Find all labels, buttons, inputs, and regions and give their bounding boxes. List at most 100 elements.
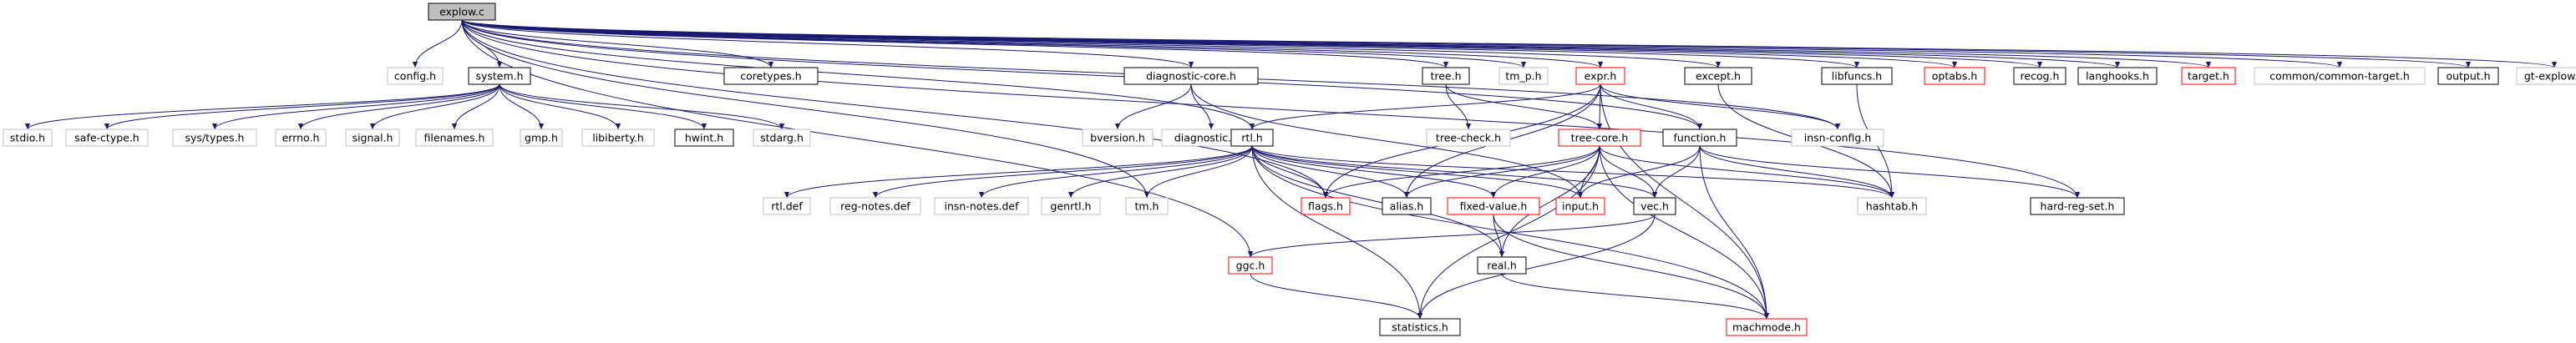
node-box-bversion xyxy=(1082,129,1154,147)
node-hashtab[interactable]: hashtab.h xyxy=(1857,197,1927,215)
edge-function-to-vec xyxy=(1651,145,1701,199)
node-treeh[interactable]: tree.h xyxy=(1422,67,1470,85)
node-box-recog xyxy=(2013,67,2066,85)
node-flags[interactable]: flags.h xyxy=(1301,197,1351,215)
node-except[interactable]: except.h xyxy=(1684,67,1752,85)
node-coretypes[interactable]: coretypes.h xyxy=(723,67,819,85)
node-box-real xyxy=(1477,256,1527,275)
node-box-expr xyxy=(1575,67,1625,85)
edge-function-to-machmode xyxy=(1699,145,1770,320)
node-box-machmode xyxy=(1726,318,1808,336)
node-box-regnotes xyxy=(829,197,921,215)
edge-function-to-hardregset xyxy=(1699,145,2081,199)
node-recog[interactable]: recog.h xyxy=(2013,67,2066,85)
node-treecheck[interactable]: tree-check.h xyxy=(1426,129,1511,147)
edge-rtl-to-real xyxy=(1251,145,1505,258)
edge-rtl-to-input xyxy=(1251,145,1584,199)
node-gtexplow[interactable]: gt-explow.h xyxy=(2516,67,2576,85)
node-label-hwint: hwint.h xyxy=(685,132,723,144)
edge-expr-to-insnconfig xyxy=(1600,83,1841,130)
node-gmp[interactable]: gmp.h xyxy=(520,129,563,147)
node-label-filenames: filenames.h xyxy=(424,132,485,144)
node-box-function xyxy=(1662,129,1737,147)
node-tmp[interactable]: tm_p.h xyxy=(1498,67,1549,85)
node-label-diagcore: diagnostic-core.h xyxy=(1146,70,1236,83)
node-bversion[interactable]: bversion.h xyxy=(1082,129,1154,147)
node-insnconfig[interactable]: insn-config.h xyxy=(1791,129,1884,147)
node-expr[interactable]: expr.h xyxy=(1575,67,1625,85)
node-label-real: real.h xyxy=(1487,260,1517,272)
node-box-gmp xyxy=(520,129,563,147)
edge-diagcore-to-input xyxy=(1190,83,1584,199)
node-label-insnnotes: insn-notes.def xyxy=(944,200,1019,213)
node-box-statistics xyxy=(1379,318,1461,336)
node-machmode[interactable]: machmode.h xyxy=(1726,318,1808,336)
edge-rtl-to-flags xyxy=(1251,145,1329,199)
node-label-diagdef: diagnostic.def xyxy=(1174,132,1249,144)
edge-fixedvalue-to-machmode xyxy=(1493,214,1770,320)
node-vec[interactable]: vec.h xyxy=(1633,197,1676,215)
node-label-system: system.h xyxy=(475,70,523,83)
node-box-langhooks xyxy=(2077,67,2158,85)
node-genrtl[interactable]: genrtl.h xyxy=(1041,197,1101,215)
node-insnnotes[interactable]: insn-notes.def xyxy=(934,197,1029,215)
node-treecore[interactable]: tree-core.h xyxy=(1558,129,1641,147)
node-fixedvalue[interactable]: fixed-value.h xyxy=(1447,197,1540,215)
edge-explow-to-function xyxy=(461,19,1703,130)
node-box-tmp xyxy=(1498,67,1549,85)
edge-ggc-to-statistics xyxy=(1250,273,1423,320)
edge-rtl-to-statistics xyxy=(1251,145,1423,320)
node-box-vec xyxy=(1633,197,1676,215)
node-explow[interactable]: explow.c xyxy=(428,3,496,21)
node-statistics[interactable]: statistics.h xyxy=(1379,318,1461,336)
node-function[interactable]: function.h xyxy=(1662,129,1737,147)
edge-treecore-to-alias xyxy=(1403,145,1600,199)
node-label-gtexplow: gt-explow.h xyxy=(2524,70,2576,83)
node-filenames[interactable]: filenames.h xyxy=(415,129,494,147)
node-box-stdio xyxy=(3,129,53,147)
node-box-libiberty xyxy=(581,129,655,147)
edge-explow-to-hardregset xyxy=(461,19,2081,199)
node-libfuncs[interactable]: libfuncs.h xyxy=(1821,67,1893,85)
node-diagcore[interactable]: diagnostic-core.h xyxy=(1123,67,1259,85)
node-commontarget[interactable]: common/common-target.h xyxy=(2254,67,2426,85)
node-label-bversion: bversion.h xyxy=(1090,132,1145,144)
node-signal[interactable]: signal.h xyxy=(345,129,400,147)
node-stdarg[interactable]: stdarg.h xyxy=(753,129,811,147)
node-stdio[interactable]: stdio.h xyxy=(3,129,53,147)
node-hwint[interactable]: hwint.h xyxy=(674,129,734,147)
node-box-explow xyxy=(428,3,496,21)
node-output[interactable]: output.h xyxy=(2437,67,2499,85)
node-optabs[interactable]: optabs.h xyxy=(1924,67,1985,85)
node-ggc[interactable]: ggc.h xyxy=(1228,256,1273,275)
node-systypes[interactable]: sys/types.h xyxy=(172,129,257,147)
node-langhooks[interactable]: langhooks.h xyxy=(2077,67,2158,85)
node-label-tmp: tm_p.h xyxy=(1505,70,1541,83)
node-tmh[interactable]: tm.h xyxy=(1125,197,1169,215)
node-label-safectype: safe-ctype.h xyxy=(74,132,139,144)
node-hardregset[interactable]: hard-reg-set.h xyxy=(2030,197,2125,215)
node-target[interactable]: target.h xyxy=(2181,67,2236,85)
edge-explow-to-flags xyxy=(461,19,1329,199)
edge-explow-to-optabs xyxy=(461,19,1957,68)
node-libiberty[interactable]: libiberty.h xyxy=(581,129,655,147)
node-label-vec: vec.h xyxy=(1640,200,1669,213)
node-input[interactable]: input.h xyxy=(1555,197,1605,215)
node-safectype[interactable]: safe-ctype.h xyxy=(65,129,149,147)
node-label-genrtl: genrtl.h xyxy=(1051,200,1092,213)
node-box-rtldef xyxy=(763,197,811,215)
node-rtldef[interactable]: rtl.def xyxy=(763,197,811,215)
node-config[interactable]: config.h xyxy=(387,67,444,85)
node-box-insnnotes xyxy=(934,197,1029,215)
node-alias[interactable]: alias.h xyxy=(1382,197,1432,215)
node-errno[interactable]: errno.h xyxy=(275,129,327,147)
edge-expr-to-rtl xyxy=(1249,83,1601,130)
node-rtl[interactable]: rtl.h xyxy=(1230,129,1274,147)
node-regnotes[interactable]: reg-notes.def xyxy=(829,197,921,215)
edge-treecore-to-fixedvalue xyxy=(1490,145,1600,199)
node-label-insnconfig: insn-config.h xyxy=(1804,132,1872,144)
edge-explow-to-rtl xyxy=(461,19,1255,130)
node-system[interactable]: system.h xyxy=(468,67,531,85)
node-box-hashtab xyxy=(1857,197,1927,215)
node-real[interactable]: real.h xyxy=(1477,256,1527,275)
